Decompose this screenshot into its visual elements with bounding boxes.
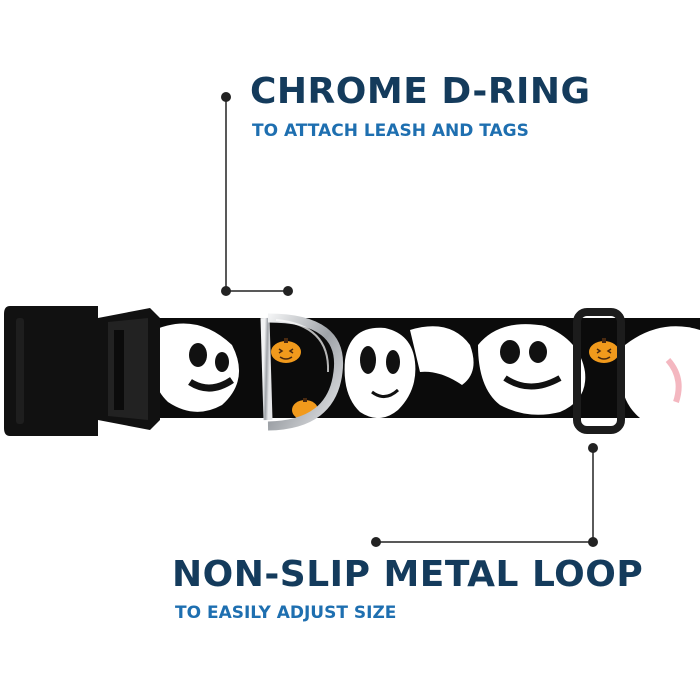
- d-ring-callout-subtitle: TO ATTACH LEASH AND TAGS: [252, 121, 529, 141]
- slide-loop-icon: [573, 308, 625, 434]
- leader-dot: [283, 286, 293, 296]
- d-ring-leader-line: [225, 97, 288, 292]
- loop-leader-line: [376, 448, 594, 543]
- leader-dot: [588, 537, 598, 547]
- ghost-icon: [478, 324, 586, 415]
- pumpkin-icon: [271, 338, 301, 363]
- ghost-icon: [344, 327, 416, 418]
- ghost-icon: [620, 326, 700, 418]
- ghost-icon: [150, 323, 240, 412]
- d-ring-callout-title: CHROME D-RING: [250, 71, 591, 112]
- loop-callout-subtitle: TO EASILY ADJUST SIZE: [175, 603, 397, 623]
- pumpkin-icon: [589, 338, 619, 363]
- loop-callout-title: NON-SLIP METAL LOOP: [172, 554, 644, 595]
- leader-dot: [221, 286, 231, 296]
- collar-strap: [120, 318, 700, 418]
- leader-dot: [588, 443, 598, 453]
- d-ring-icon: [260, 313, 344, 431]
- leader-dot: [371, 537, 381, 547]
- leader-dot: [221, 92, 231, 102]
- ghost-icon: [410, 326, 474, 385]
- buckle-icon: [4, 306, 160, 436]
